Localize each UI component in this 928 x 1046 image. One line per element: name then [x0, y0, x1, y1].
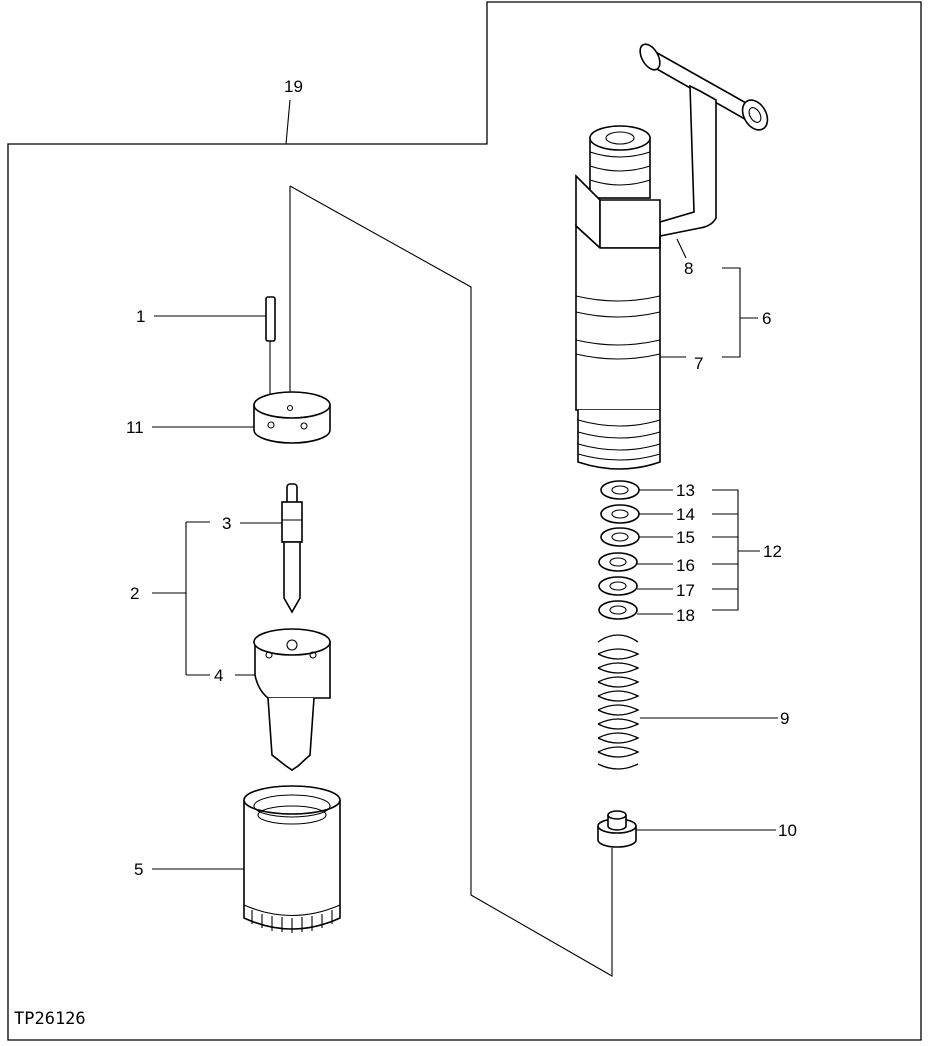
- part-14-shim: [600, 504, 640, 524]
- part-8-leak-off-pipe: [639, 43, 769, 237]
- callout-9: 9: [780, 709, 789, 728]
- callout-5: 5: [134, 860, 143, 879]
- callout-1: 1: [136, 307, 145, 326]
- callout-16: 16: [676, 556, 695, 575]
- callout-7: 7: [694, 354, 703, 373]
- callout-6: 6: [762, 309, 771, 328]
- callout-19: 19: [284, 77, 303, 96]
- callout-11: 11: [126, 418, 144, 437]
- callout-4: 4: [214, 666, 223, 685]
- callout-15: 15: [676, 528, 695, 547]
- part-6-injector-body: [575, 125, 661, 470]
- figure-code: TP26126: [14, 1009, 86, 1029]
- callout-8: 8: [684, 259, 693, 278]
- part-3-nozzle-valve: [281, 483, 303, 614]
- callout-2: 2: [130, 584, 139, 603]
- part-11-spacer-disc: [253, 391, 331, 444]
- callout-10: 10: [778, 821, 797, 840]
- callout-13: 13: [676, 481, 695, 500]
- callout-14: 14: [676, 505, 695, 524]
- kit-boundary-outline: [7, 1, 922, 1041]
- part-5-retaining-nut: [243, 785, 341, 933]
- callout-12: 12: [763, 542, 782, 561]
- part-18-shim: [598, 600, 638, 620]
- part-16-shim: [598, 552, 638, 572]
- part-4-nozzle-body: [253, 628, 331, 772]
- part-17-shim: [598, 576, 638, 596]
- callout-18: 18: [676, 606, 695, 625]
- callout-3: 3: [222, 514, 231, 533]
- leader-lines: [152, 99, 778, 870]
- callout-17: 17: [676, 581, 695, 600]
- part-9-pressure-spring: [597, 634, 640, 770]
- part-10-spring-seat: [597, 810, 637, 848]
- part-15-shim: [600, 527, 640, 547]
- assembly-center-line: [289, 185, 613, 977]
- part-13-shim: [600, 480, 640, 500]
